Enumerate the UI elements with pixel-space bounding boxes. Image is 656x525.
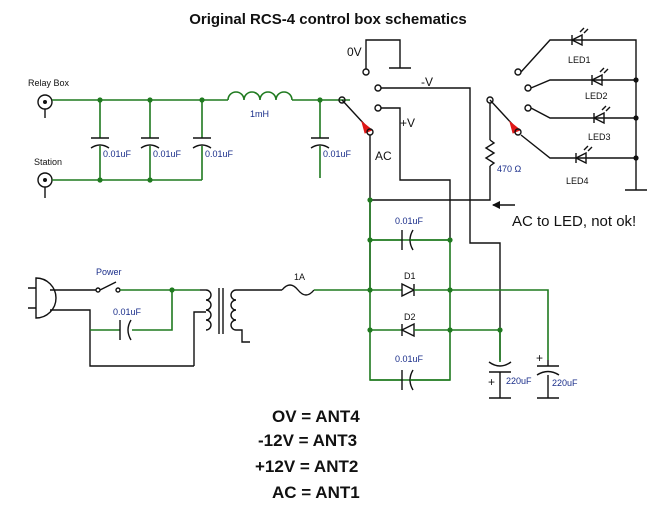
mains-plug xyxy=(28,277,57,319)
capacitor-bridge-bottom-label: 0.01uF xyxy=(395,354,424,364)
led-1 xyxy=(570,27,589,47)
diagram-title: Original RCS-4 control box schematics xyxy=(189,11,467,28)
station-connector xyxy=(37,172,53,198)
capacitor-c1 xyxy=(90,100,110,180)
capacitor-electrolytic-1-label: 220uF xyxy=(506,376,532,386)
capacitor-c3 xyxy=(192,100,212,180)
capacitor-electrolytic-2-label: 220uF xyxy=(552,378,578,388)
capacitor-electrolytic-2: + xyxy=(536,351,560,399)
led-1-label: LED1 xyxy=(568,55,591,65)
ac-label: AC xyxy=(375,149,392,163)
capacitor-bridge-top-label: 0.01uF xyxy=(395,216,424,226)
capacitor-power xyxy=(119,319,132,341)
mapping-line-2: -12V = ANT3 xyxy=(258,431,357,450)
svg-text:+: + xyxy=(488,375,495,389)
power-switch xyxy=(95,281,121,293)
led-4 xyxy=(574,145,593,165)
mapping-line-4: AC = ANT1 xyxy=(272,483,360,502)
fuse xyxy=(281,284,315,296)
led-4-label: LED4 xyxy=(566,176,589,186)
capacitor-power-label: 0.01uF xyxy=(113,307,142,317)
relay-box-connector xyxy=(37,94,53,118)
capacitor-c4 xyxy=(310,100,330,178)
capacitor-c3-label: 0.01uF xyxy=(205,149,234,159)
led-2-label: LED2 xyxy=(585,91,608,101)
capacitor-electrolytic-1: + xyxy=(488,330,512,399)
power-label: Power xyxy=(96,267,122,277)
led-2 xyxy=(590,67,609,87)
led-3 xyxy=(592,105,611,125)
led-3-label: LED3 xyxy=(588,132,611,142)
diode-d2 xyxy=(400,322,415,338)
transformer xyxy=(200,288,250,343)
neg-v-label: -V xyxy=(421,75,433,89)
selector-switch-2 xyxy=(486,68,532,136)
capacitor-c2-label: 0.01uF xyxy=(153,149,182,159)
capacitor-c1-label: 0.01uF xyxy=(103,149,132,159)
svg-text:+: + xyxy=(536,351,543,365)
capacitor-c4-label: 0.01uF xyxy=(323,149,352,159)
resistor-label: 470 Ω xyxy=(497,164,522,174)
capacitor-c2 xyxy=(140,100,160,180)
station-label: Station xyxy=(34,157,62,167)
ov-label: 0V xyxy=(347,45,362,59)
inductor-label: 1mH xyxy=(250,109,269,119)
diode-d1 xyxy=(401,282,416,298)
relay-box-label: Relay Box xyxy=(28,78,70,88)
inductor xyxy=(227,91,293,101)
capacitor-bridge-top xyxy=(370,229,450,251)
pos-v-label: +V xyxy=(400,116,415,130)
selector-switch-1 xyxy=(338,68,382,136)
annotation-text: AC to LED, not ok! xyxy=(512,213,636,230)
diode-d1-label: D1 xyxy=(404,271,416,281)
fuse-label: 1A xyxy=(294,272,305,282)
mapping-line-1: OV = ANT4 xyxy=(272,407,360,426)
mapping-line-3: +12V = ANT2 xyxy=(255,457,358,476)
capacitor-bridge-bottom xyxy=(370,369,450,391)
diode-d2-label: D2 xyxy=(404,312,416,322)
